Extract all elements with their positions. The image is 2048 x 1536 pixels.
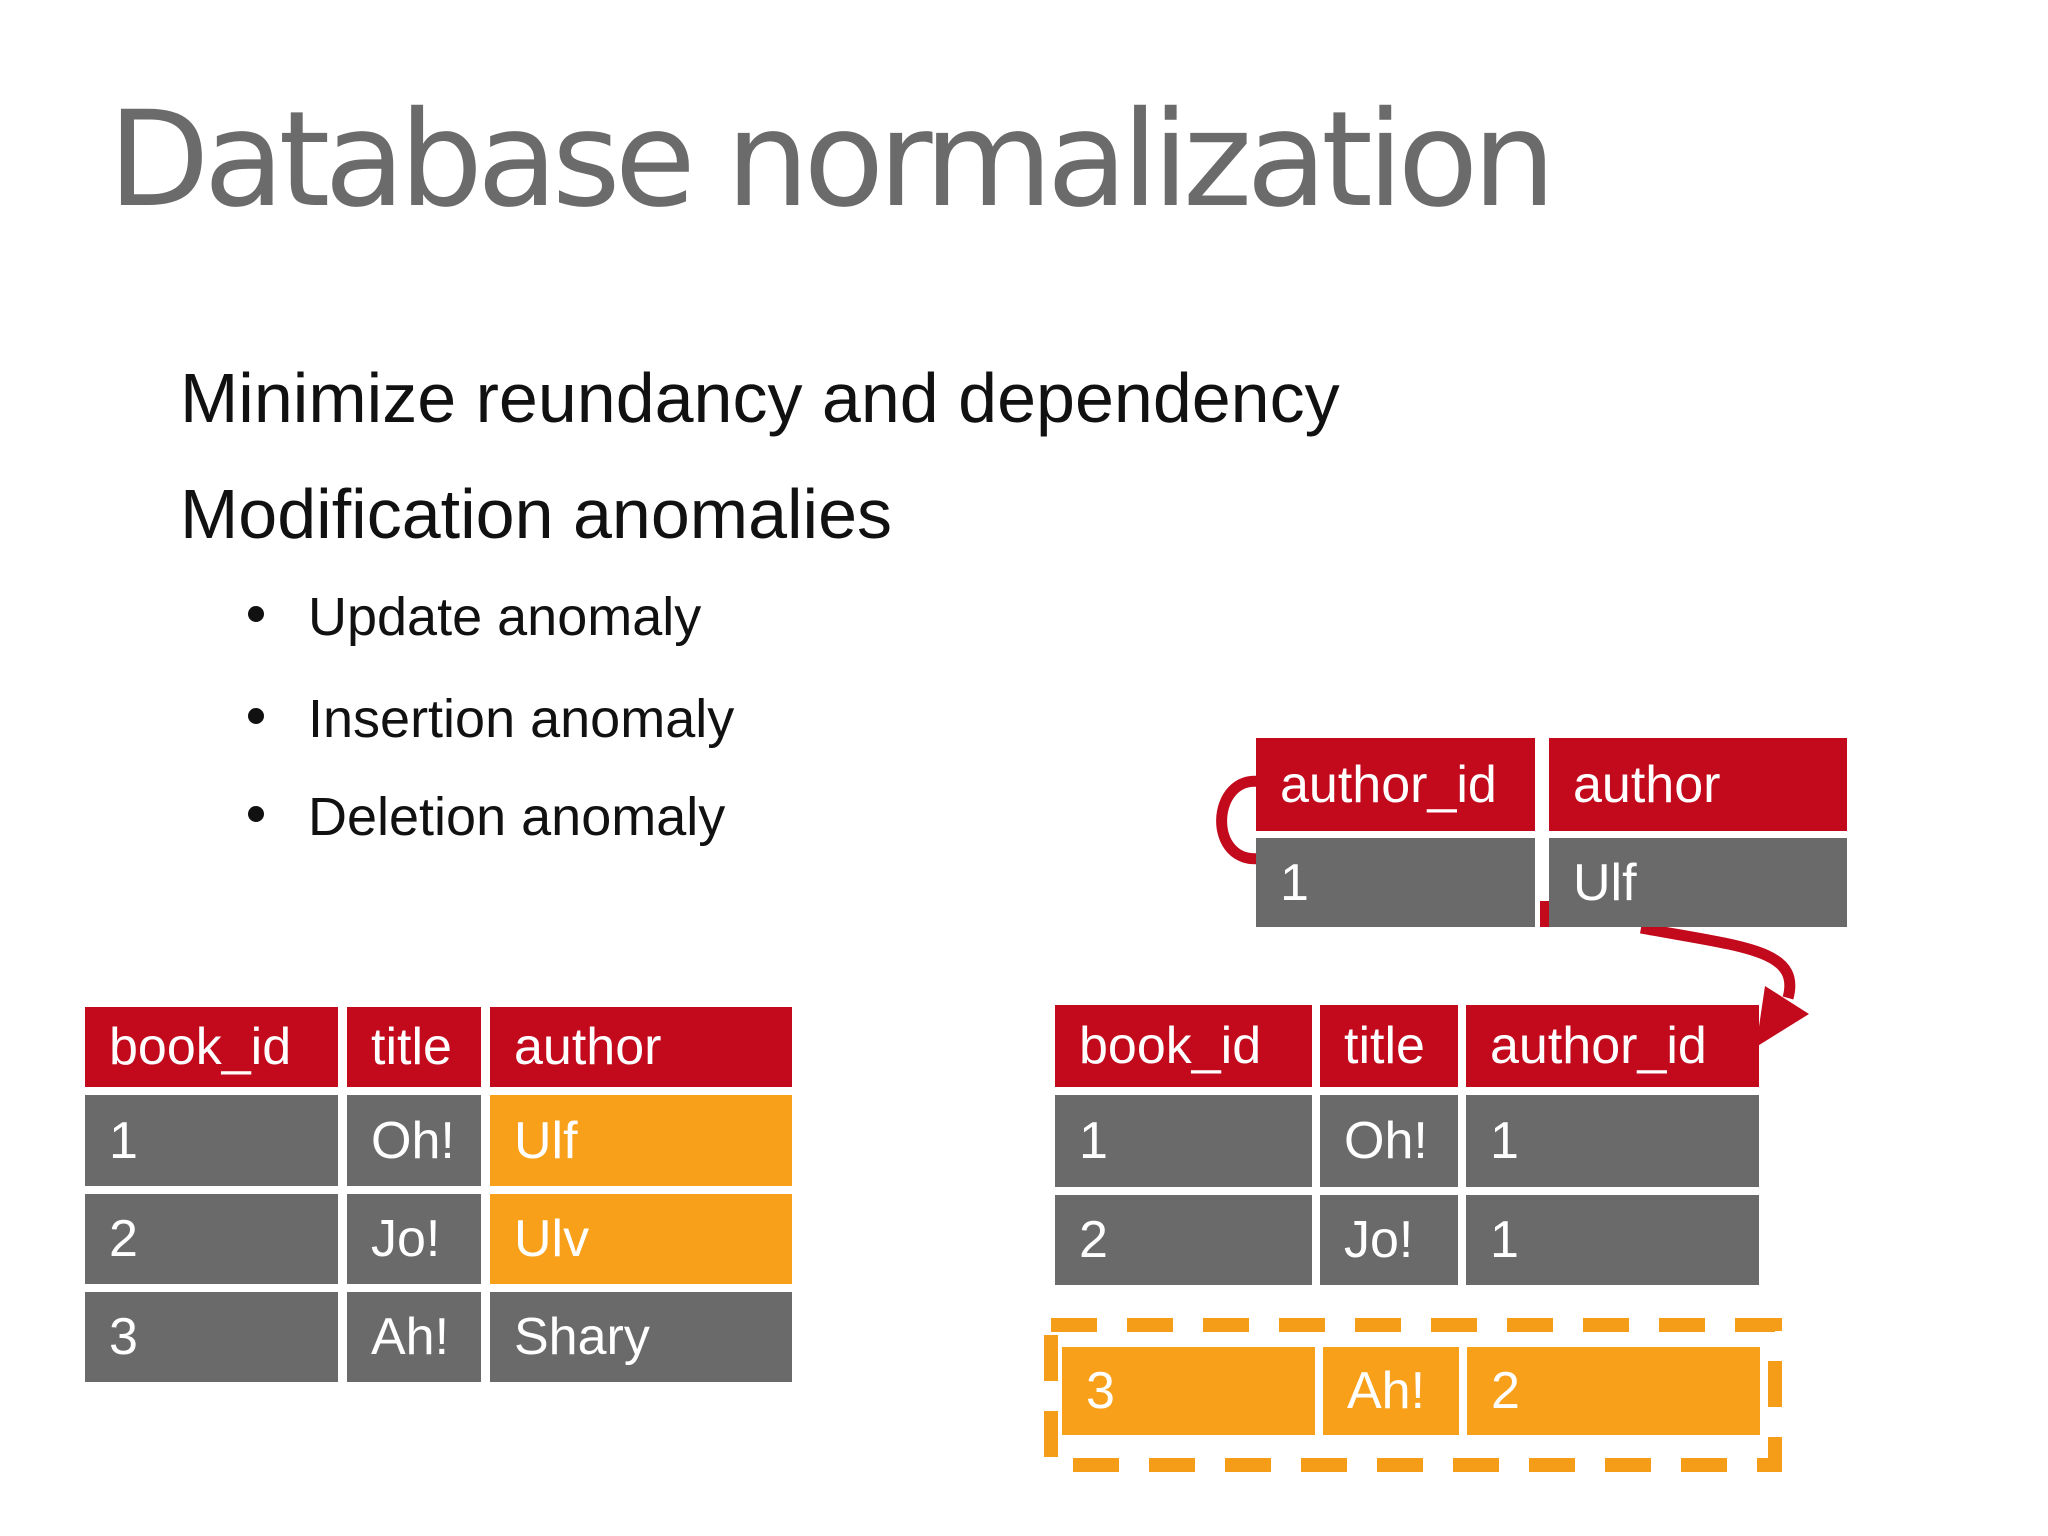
author-table: author_id author 1 Ulf [1256, 738, 1847, 927]
column-header-author-id: author_id [1466, 1005, 1759, 1087]
table-cell: Shary [490, 1292, 792, 1382]
subtitle-minimize-redundancy: Minimize reundancy and dependency [180, 359, 1340, 437]
column-header-book-id: book_id [1055, 1005, 1312, 1087]
bullet-label: Insertion anomaly [308, 689, 735, 749]
bullet-dot-icon [248, 708, 264, 724]
table-cell: 1 [1466, 1195, 1759, 1285]
column-header-title: title [347, 1007, 481, 1087]
table-cell: Jo! [347, 1194, 481, 1284]
table-cell-highlighted: Ulv [490, 1194, 792, 1284]
table-cell-highlighted: Ulf [490, 1095, 792, 1186]
primary-key-loop-arrow-icon [1216, 775, 1264, 865]
table-cell: 1 [85, 1095, 338, 1186]
table-cell: 3 [85, 1292, 338, 1382]
bullet-deletion-anomaly: Deletion anomaly [248, 786, 725, 848]
bullet-insertion-anomaly: Insertion anomaly [248, 688, 734, 750]
table-cell: 1 [1466, 1095, 1759, 1187]
subtitle-modification-anomalies: Modification anomalies [180, 475, 893, 553]
inserted-row-dashed-outline [1044, 1318, 1782, 1472]
table-cell: 2 [1055, 1195, 1312, 1285]
bullet-label: Update anomaly [308, 587, 702, 647]
foreign-key-arrowhead-icon [1756, 986, 1809, 1047]
table-cell: 2 [85, 1194, 338, 1284]
column-header-book-id: book_id [85, 1007, 338, 1087]
table-cell: Oh! [1320, 1095, 1458, 1187]
column-header-title: title [1320, 1005, 1458, 1087]
table-cell: Ah! [347, 1292, 481, 1382]
table-cell: Oh! [347, 1095, 481, 1186]
bullet-dot-icon [248, 606, 264, 622]
normalized-book-table: book_id title author_id 1 Oh! 1 2 Jo! 1 [1055, 1005, 1759, 1285]
column-header-author: author [490, 1007, 792, 1087]
column-header-author: author [1549, 738, 1847, 831]
column-header-author-id: author_id [1256, 738, 1535, 831]
table-cell: 1 [1055, 1095, 1312, 1187]
table-cell: Ulf [1549, 838, 1847, 927]
unnormalized-book-table: book_id title author 1 Oh! Ulf 2 Jo! Ulv… [85, 1007, 792, 1382]
table-cell-highlighted: Ah! [1323, 1347, 1459, 1435]
table-cell-highlighted: 2 [1467, 1347, 1760, 1435]
page-title: Database normalization [108, 83, 1556, 237]
table-cell: Jo! [1320, 1195, 1458, 1285]
table-cell: 1 [1256, 838, 1535, 927]
bullet-label: Deletion anomaly [308, 787, 726, 847]
table-cell-highlighted: 3 [1062, 1347, 1315, 1435]
inserted-row: 3 Ah! 2 [1062, 1347, 1760, 1435]
bullet-dot-icon [248, 806, 264, 822]
foreign-key-arrow-icon [1640, 922, 1796, 1000]
bullet-update-anomaly: Update anomaly [248, 586, 701, 648]
